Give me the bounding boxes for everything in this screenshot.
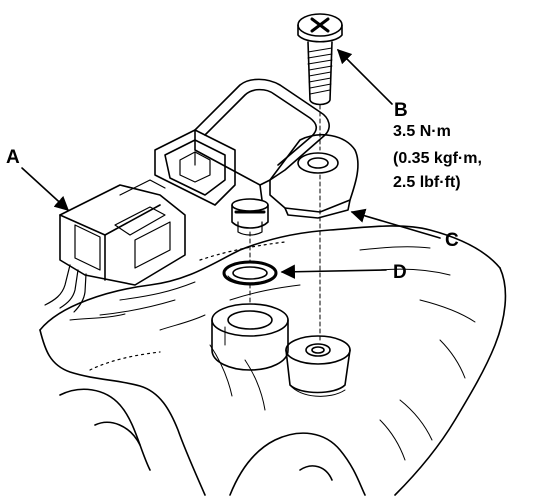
threaded-boss [285, 335, 351, 397]
mounting-bolt [297, 13, 343, 106]
leader-arrow-c [350, 208, 441, 239]
callout-a: A [6, 147, 20, 168]
sensor-mounting-boss [211, 303, 289, 371]
leader-arrow-d [280, 264, 387, 279]
leader-arrow-b [336, 48, 393, 105]
torque-spec-line1: 3.5 N·m [393, 123, 451, 140]
callout-c: C [445, 230, 459, 251]
harness-connector [44, 179, 186, 313]
leader-lines [21, 48, 441, 279]
callout-d: D [393, 262, 407, 283]
torque-spec-line2: (0.35 kgf·m, [393, 150, 482, 167]
alignment-lines [249, 104, 321, 341]
callout-b: B [394, 100, 408, 121]
o-ring [222, 260, 278, 286]
leader-arrow-a [21, 167, 70, 211]
torque-spec-line3: 2.5 lbf·ft) [393, 174, 461, 191]
intake-manifold [39, 225, 507, 496]
